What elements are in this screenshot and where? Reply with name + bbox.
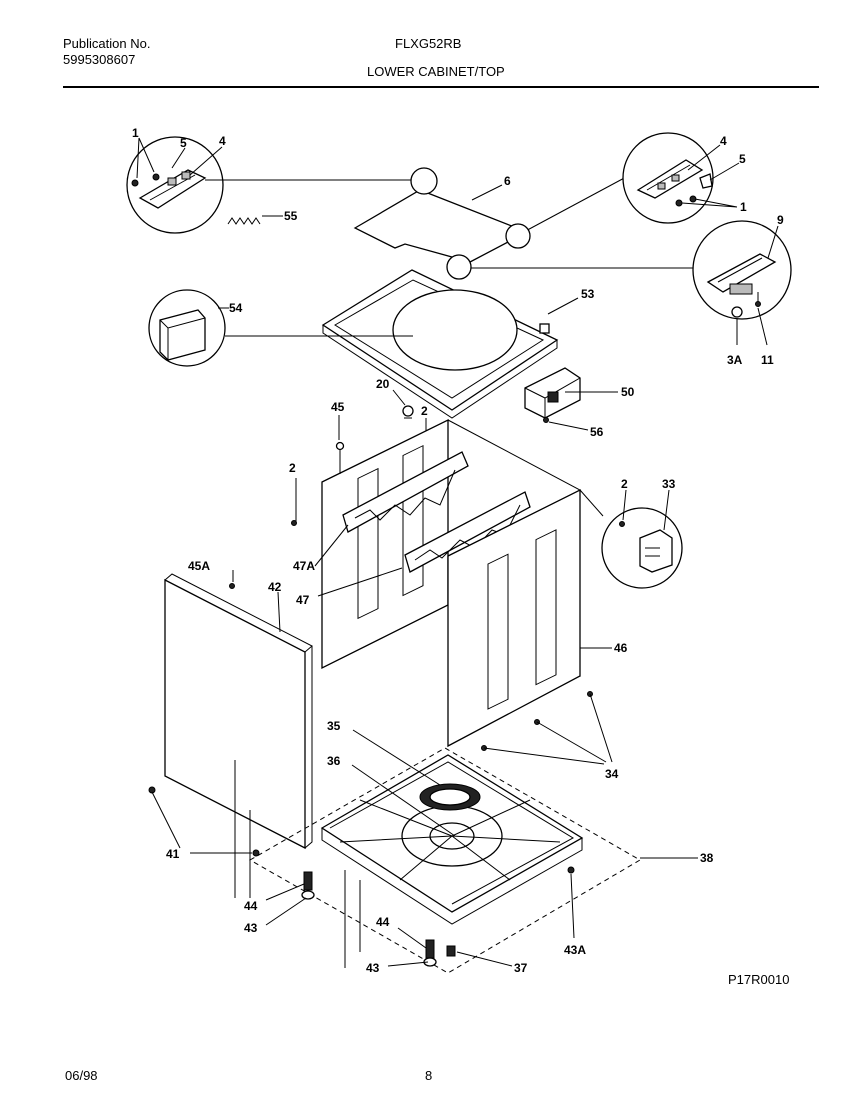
screw-2-left xyxy=(291,478,297,526)
callout-3a: 3A xyxy=(727,353,743,367)
callout-2: 2 xyxy=(621,477,628,491)
detail-circle-clip xyxy=(601,507,683,589)
spring-part xyxy=(227,217,261,225)
callout-41: 41 xyxy=(166,847,180,861)
header-rule xyxy=(63,86,819,88)
callout-37: 37 xyxy=(514,961,528,975)
callout-45a: 45A xyxy=(188,559,210,573)
publication-label: Publication No. xyxy=(63,36,151,51)
callout-47a: 47A xyxy=(293,559,315,573)
callout-46: 46 xyxy=(614,641,628,655)
callout-11: 11 xyxy=(761,353,774,367)
leveling-leg-left xyxy=(301,871,315,900)
callout-1: 1 xyxy=(740,200,747,214)
callout-36: 36 xyxy=(327,754,341,768)
callout-43a: 43A xyxy=(564,943,586,957)
callout-50: 50 xyxy=(621,385,635,399)
callout-34: 34 xyxy=(605,767,619,781)
callout-43: 43 xyxy=(244,921,258,935)
callout-38: 38 xyxy=(700,851,714,865)
callout-1: 1 xyxy=(132,126,139,140)
model-number: FLXG52RB xyxy=(395,36,462,51)
callout-20: 20 xyxy=(376,377,390,391)
callout-53: 53 xyxy=(581,287,595,301)
callout-47: 47 xyxy=(296,593,310,607)
callout-4: 4 xyxy=(720,134,727,148)
screw-45 xyxy=(335,441,345,474)
callout-44: 44 xyxy=(244,899,258,913)
side-panel-right xyxy=(447,488,581,748)
hub-ring xyxy=(419,783,481,811)
callout-45: 45 xyxy=(331,400,345,414)
callout-56: 56 xyxy=(590,425,604,439)
callout-6: 6 xyxy=(504,174,511,188)
callout-9: 9 xyxy=(777,213,784,227)
lid-part xyxy=(353,167,531,280)
callout-44: 44 xyxy=(376,915,390,929)
callout-4: 4 xyxy=(219,134,226,148)
footer-date: 06/98 xyxy=(65,1068,98,1083)
section-title: LOWER CABINET/TOP xyxy=(367,64,505,79)
callout-5: 5 xyxy=(739,152,746,166)
lid-switch-part xyxy=(524,367,581,423)
callout-43: 43 xyxy=(366,961,380,975)
callout-33: 33 xyxy=(662,477,676,491)
detail-circle-hinge-right xyxy=(622,132,714,224)
callout-42: 42 xyxy=(268,580,282,594)
callout-35: 35 xyxy=(327,719,341,733)
cabinet-base xyxy=(320,754,584,925)
cabinet-top-part xyxy=(321,269,559,419)
bleach-dispenser-part xyxy=(148,289,226,367)
screw-20 xyxy=(402,405,414,419)
callout-54: 54 xyxy=(229,301,243,315)
callout-55: 55 xyxy=(284,209,298,223)
detail-circle-hinge-left xyxy=(126,136,224,234)
callout-2: 2 xyxy=(421,404,428,418)
callout-5: 5 xyxy=(180,136,187,150)
front-cabinet-panel xyxy=(164,573,313,850)
detail-circle-lid-switch xyxy=(692,220,792,320)
screw-41 xyxy=(148,786,260,857)
screw-43a xyxy=(567,866,575,874)
page-number: 8 xyxy=(425,1068,433,1083)
foot-37 xyxy=(446,945,456,957)
diagram-code: P17R0010 xyxy=(728,972,790,987)
publication-number: 5995308607 xyxy=(63,52,136,67)
callout-2: 2 xyxy=(289,461,296,475)
